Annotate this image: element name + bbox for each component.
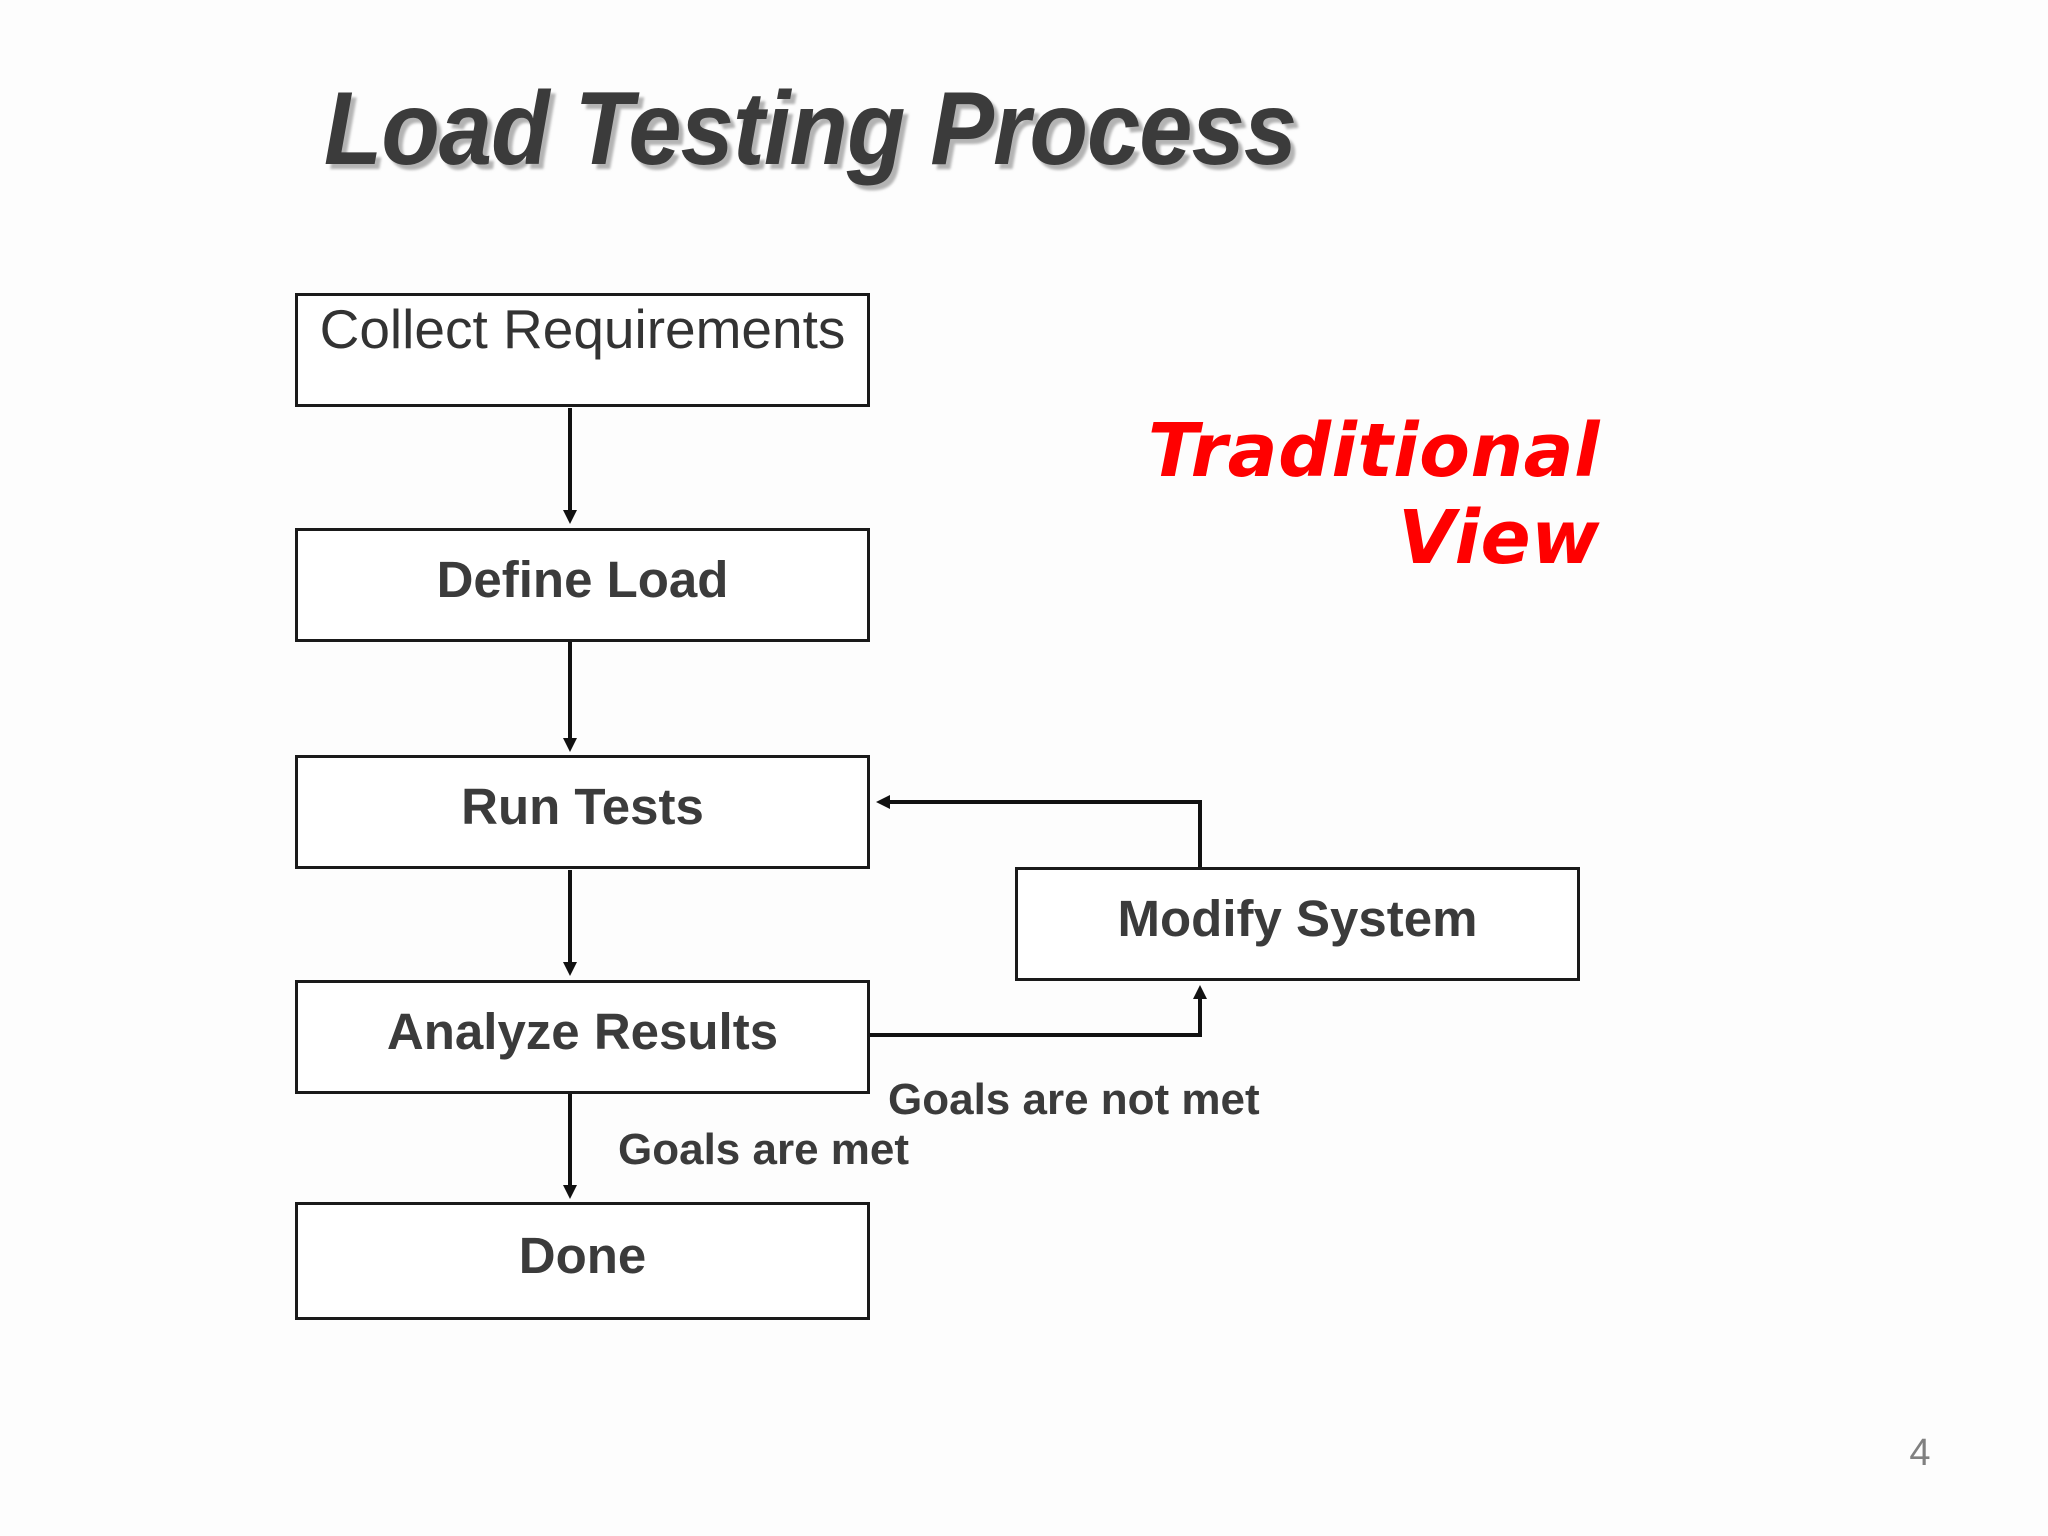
flow-node-label: Collect Requirements [319,298,846,360]
edge-modify-to-run [876,795,1202,867]
flow-node-label: Run Tests [461,777,704,835]
flow-node-collect-requirements[interactable]: Collect Requirements [295,293,870,407]
flow-node-label: Modify System [1117,889,1478,947]
flow-node-label: Define Load [436,550,729,608]
page-number: 4 [1909,1432,1931,1474]
flow-node-modify-system[interactable]: Modify System [1015,867,1580,981]
annotation-line-2: View [1398,495,1600,582]
flow-node-define-load[interactable]: Define Load [295,528,870,642]
edge-analyze-to-modify [870,985,1207,1037]
annotation-line-1: Traditional [1147,408,1600,494]
flow-node-analyze-results[interactable]: Analyze Results [295,980,870,1094]
flow-node-run-tests[interactable]: Run Tests [295,755,870,869]
edge-label-goals-are-met: Goals are met [618,1125,910,1174]
flow-node-label: Analyze Results [386,1002,779,1060]
flow-node-done[interactable]: Done [295,1202,870,1320]
flow-node-label: Done [518,1226,647,1284]
page-title: Load Testing Process [323,71,1297,187]
annotation-traditional-view: Traditional View [1040,408,1600,583]
edge-label-goals-are-not-met: Goals are not met [888,1075,1260,1124]
